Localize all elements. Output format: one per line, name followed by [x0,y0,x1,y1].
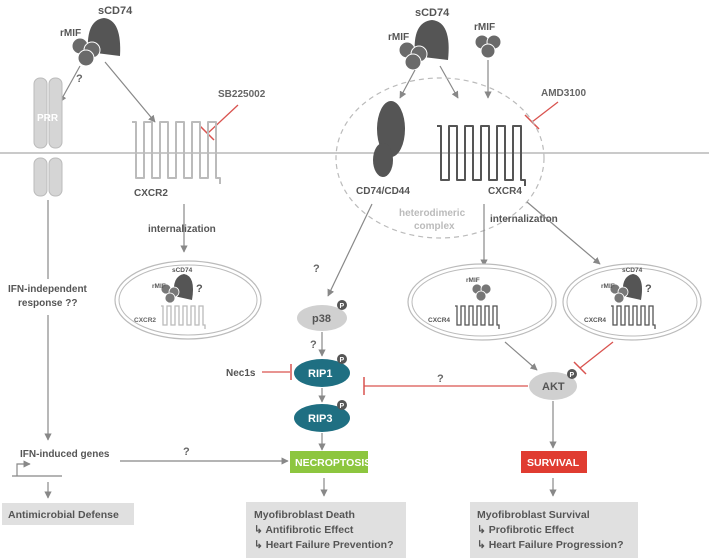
vesicle1-question: ? [196,283,203,295]
vesicle1-rmif-label: rMIF [152,283,166,290]
arrow-vesicle2-to-akt [504,341,538,371]
rip3-label: RIP3 [308,413,332,425]
rmif-left-label: rMIF [60,28,81,39]
arrow-cd74-to-p38 [327,203,373,297]
internalization-left-label: internalization [148,224,216,235]
necroptosis-box [290,451,368,473]
rmif-mid-label: rMIF [388,32,409,43]
rip3-node [294,404,350,432]
p38-question: ? [313,263,320,275]
prr-label: PRR [37,113,59,124]
vesicle-cxcr4-scd74 [562,263,702,341]
vesicle3-ligand [609,274,642,304]
myofibroblast-survival-title: Myofibroblast Survival [477,509,590,521]
nec1s-label: Nec1s [226,368,256,379]
ifn-question: ? [183,446,190,458]
p38-node [297,305,347,331]
antimicrobial-defense-box [2,503,134,525]
heterodimeric-label: heterodimeric [399,208,466,219]
antifibrotic-effect-label: ↳ Antifibrotic Effect [254,524,354,536]
internalization-right-label: internalization [490,214,558,225]
vesicle2-rmif-label: rMIF [466,277,480,284]
vesicle3-scd74-label: sCD74 [622,267,643,274]
vesicle3-question: ? [645,283,652,295]
akt-question: ? [437,373,444,385]
vesicle-cxcr4-rmif [407,263,557,341]
cxcr2-label: CXCR2 [134,188,168,199]
prr-question: ? [76,73,83,85]
vesicle1-ligand [160,274,193,304]
survival-box [521,451,587,473]
vesicle2-cxcr4-label: CXCR4 [428,317,450,324]
scd74-rmif-left-complex [71,18,121,67]
vesicle2-cxcr4-receptor [455,305,500,329]
p38-label: p38 [312,313,331,325]
vesicle3-inhibit-akt-line [579,341,614,369]
rip3-phospho-label: P [340,403,345,410]
cd74-cd44-receptor [373,101,405,177]
arrow-mid-to-cxcr4 [439,65,459,99]
arrow-mid-to-cd74 [399,69,416,99]
profibrotic-effect-label: ↳ Profibrotic Effect [477,524,574,536]
akt-label: AKT [542,381,565,393]
rip1-node [294,359,350,387]
sb225002-label: SB225002 [218,89,266,100]
vesicle1-cxcr2-receptor [161,305,206,329]
rmif-right-trimer [474,34,502,59]
akt-node [529,372,577,400]
arrow-to-prr [59,65,81,103]
vesicle2-rmif-trimer [471,283,492,302]
heart-failure-prevention-label: ↳ Heart Failure Prevention? [254,539,394,551]
cxcr4-label: CXCR4 [488,186,522,197]
rip3-phospho [337,400,347,410]
ifn-independent-label: IFN-independent [8,284,88,295]
cd74-cd44-label: CD74/CD44 [356,186,410,197]
necroptosis-label: NECROPTOSIS [295,457,371,469]
rip1-phospho [337,354,347,364]
myofibroblast-death-box [246,502,406,558]
amd3100-label: AMD3100 [541,88,586,99]
scd74-left-label: sCD74 [98,5,133,17]
prr-receptor [33,77,63,197]
cxcr2-receptor [132,121,221,184]
survival-label: SURVIVAL [527,457,580,469]
ifn-induced-genes-label: IFN-induced genes [20,449,110,460]
akt-phospho-label: P [570,372,575,379]
rip1-phospho-label: P [340,357,345,364]
amd-inhibit-line [531,101,559,123]
antimicrobial-defense-label: Antimicrobial Defense [8,509,119,521]
vesicle3-inhibit-akt-bar [573,361,587,375]
vesicle3-rmif-label: rMIF [601,283,615,290]
scd74-rmif-mid-complex [398,20,449,71]
vesicle-cxcr2 [114,260,262,340]
heart-failure-progression-label: ↳ Heart Failure Progression? [477,539,624,551]
vesicle3-cxcr4-label: CXCR4 [584,317,606,324]
complex-label: complex [414,221,455,232]
p38-phospho-label: P [340,303,345,310]
myofibroblast-survival-box [470,502,638,558]
arrow-to-cxcr2 [104,61,156,123]
amd-inhibit-bar [524,114,540,130]
myofibroblast-death-title: Myofibroblast Death [254,509,355,521]
response-label: response ?? [18,298,77,309]
rip1-label: RIP1 [308,368,332,380]
rmif-right-label: rMIF [474,22,495,33]
arrow-cxcr4-to-vesicle3 [526,201,601,265]
scd74-mid-label: sCD74 [415,7,450,19]
cxcr4-receptor [437,125,526,186]
p38-phospho [337,300,347,310]
rip-question: ? [310,339,317,351]
heterodimeric-complex-outline [335,77,545,239]
vesicle1-scd74-label: sCD74 [172,267,193,274]
akt-phospho [567,369,577,379]
vesicle3-cxcr4-receptor [611,305,656,329]
vesicle1-cxcr2-label: CXCR2 [134,317,156,324]
gene-promoter-icon [12,464,62,477]
sb-inhibit-line [207,104,239,134]
